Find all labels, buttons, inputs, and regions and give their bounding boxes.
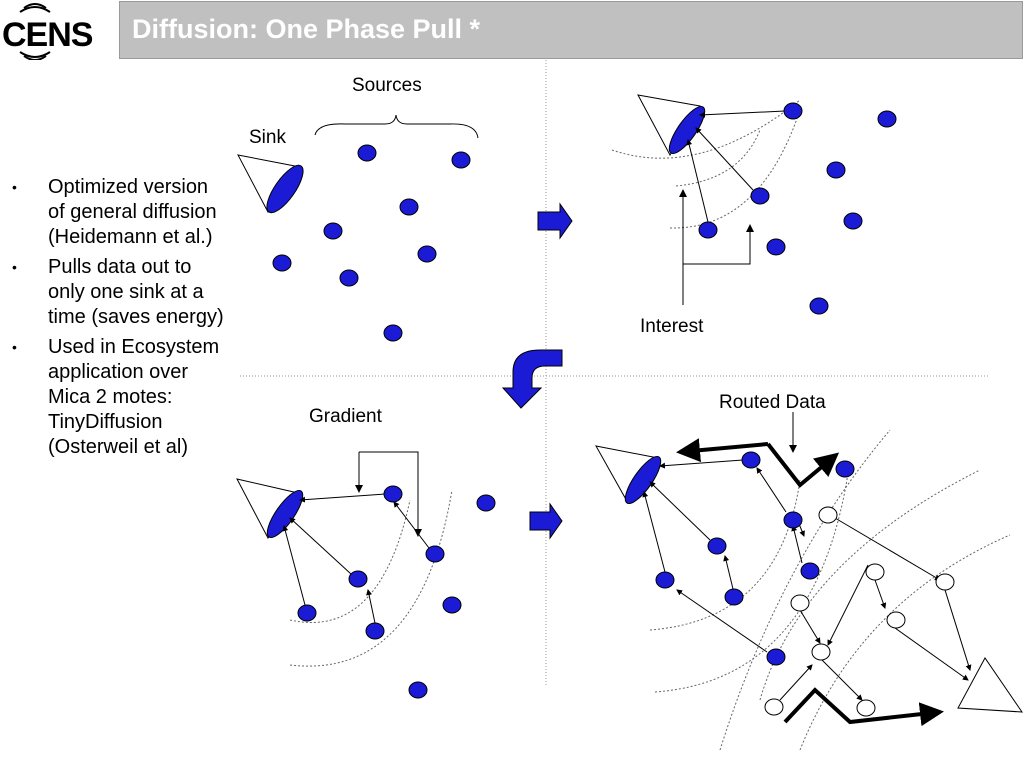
node <box>655 571 675 589</box>
node-open <box>856 699 876 717</box>
curved-arrow-icon <box>501 349 563 409</box>
node <box>766 648 786 666</box>
node <box>835 460 855 478</box>
node <box>476 494 496 512</box>
quadrant-interest: Interest <box>611 94 897 337</box>
node <box>707 537 727 555</box>
node <box>323 222 343 240</box>
sink-cone <box>237 154 304 214</box>
source-cone <box>957 657 1023 713</box>
node <box>348 570 368 588</box>
node <box>766 238 786 256</box>
node <box>809 297 829 315</box>
node <box>272 254 292 272</box>
node-open <box>818 506 838 524</box>
node <box>698 221 718 239</box>
node-open <box>886 611 906 629</box>
quadrant-gradient: Gradient <box>236 406 496 699</box>
node <box>800 562 820 580</box>
node <box>451 151 471 169</box>
node <box>783 102 803 120</box>
node <box>383 485 403 503</box>
sink-label: Sink <box>249 127 286 148</box>
node <box>877 110 897 128</box>
bullet-text: Optimized version of general diffusion (… <box>48 176 217 248</box>
quadrant-routed-data: Routed Data <box>595 392 1023 751</box>
node <box>339 269 359 287</box>
bullet-item: •Used in Ecosystem application over Mica… <box>12 336 220 458</box>
node <box>783 511 803 529</box>
node <box>724 588 744 606</box>
arrow-right-icon <box>529 502 563 540</box>
bullet-text: Pulls data out to only one sink at a tim… <box>48 256 224 328</box>
interest-label: Interest <box>640 316 704 337</box>
node-open <box>811 643 831 661</box>
node <box>383 324 403 342</box>
node-open <box>764 698 784 716</box>
sink-cone <box>637 94 706 157</box>
bullet-item: •Optimized version of general diffusion … <box>12 176 217 248</box>
node <box>741 451 761 469</box>
node <box>442 596 462 614</box>
node <box>408 681 428 699</box>
node-open <box>790 594 810 612</box>
sources-label: Sources <box>352 75 422 96</box>
node <box>843 212 863 230</box>
node-open <box>865 563 885 581</box>
node <box>750 187 770 205</box>
cens-logo: CENS <box>0 0 110 61</box>
routed-data-label: Routed Data <box>719 392 826 413</box>
node <box>417 245 437 263</box>
node <box>357 144 377 162</box>
logo-text: CENS <box>2 16 93 54</box>
node <box>826 161 846 179</box>
node <box>365 622 385 640</box>
node <box>425 545 445 563</box>
node-open <box>935 573 955 591</box>
title-bar: Diffusion: One Phase Pull * <box>119 1 1023 59</box>
node <box>297 604 317 622</box>
sink-cone <box>236 478 304 539</box>
gradient-label: Gradient <box>309 406 383 427</box>
bullet-text: Used in Ecosystem application over Mica … <box>48 336 220 458</box>
sources-brace <box>314 114 479 139</box>
quadrant-initial: Sink Sources <box>237 75 479 342</box>
page-title: Diffusion: One Phase Pull * <box>132 14 481 44</box>
node <box>399 198 419 216</box>
arrow-right-icon <box>537 202 573 240</box>
bullet-list: •Optimized version of general diffusion … <box>10 175 225 465</box>
sink-cone <box>595 445 662 505</box>
bullet-item: •Pulls data out to only one sink at a ti… <box>12 256 224 328</box>
